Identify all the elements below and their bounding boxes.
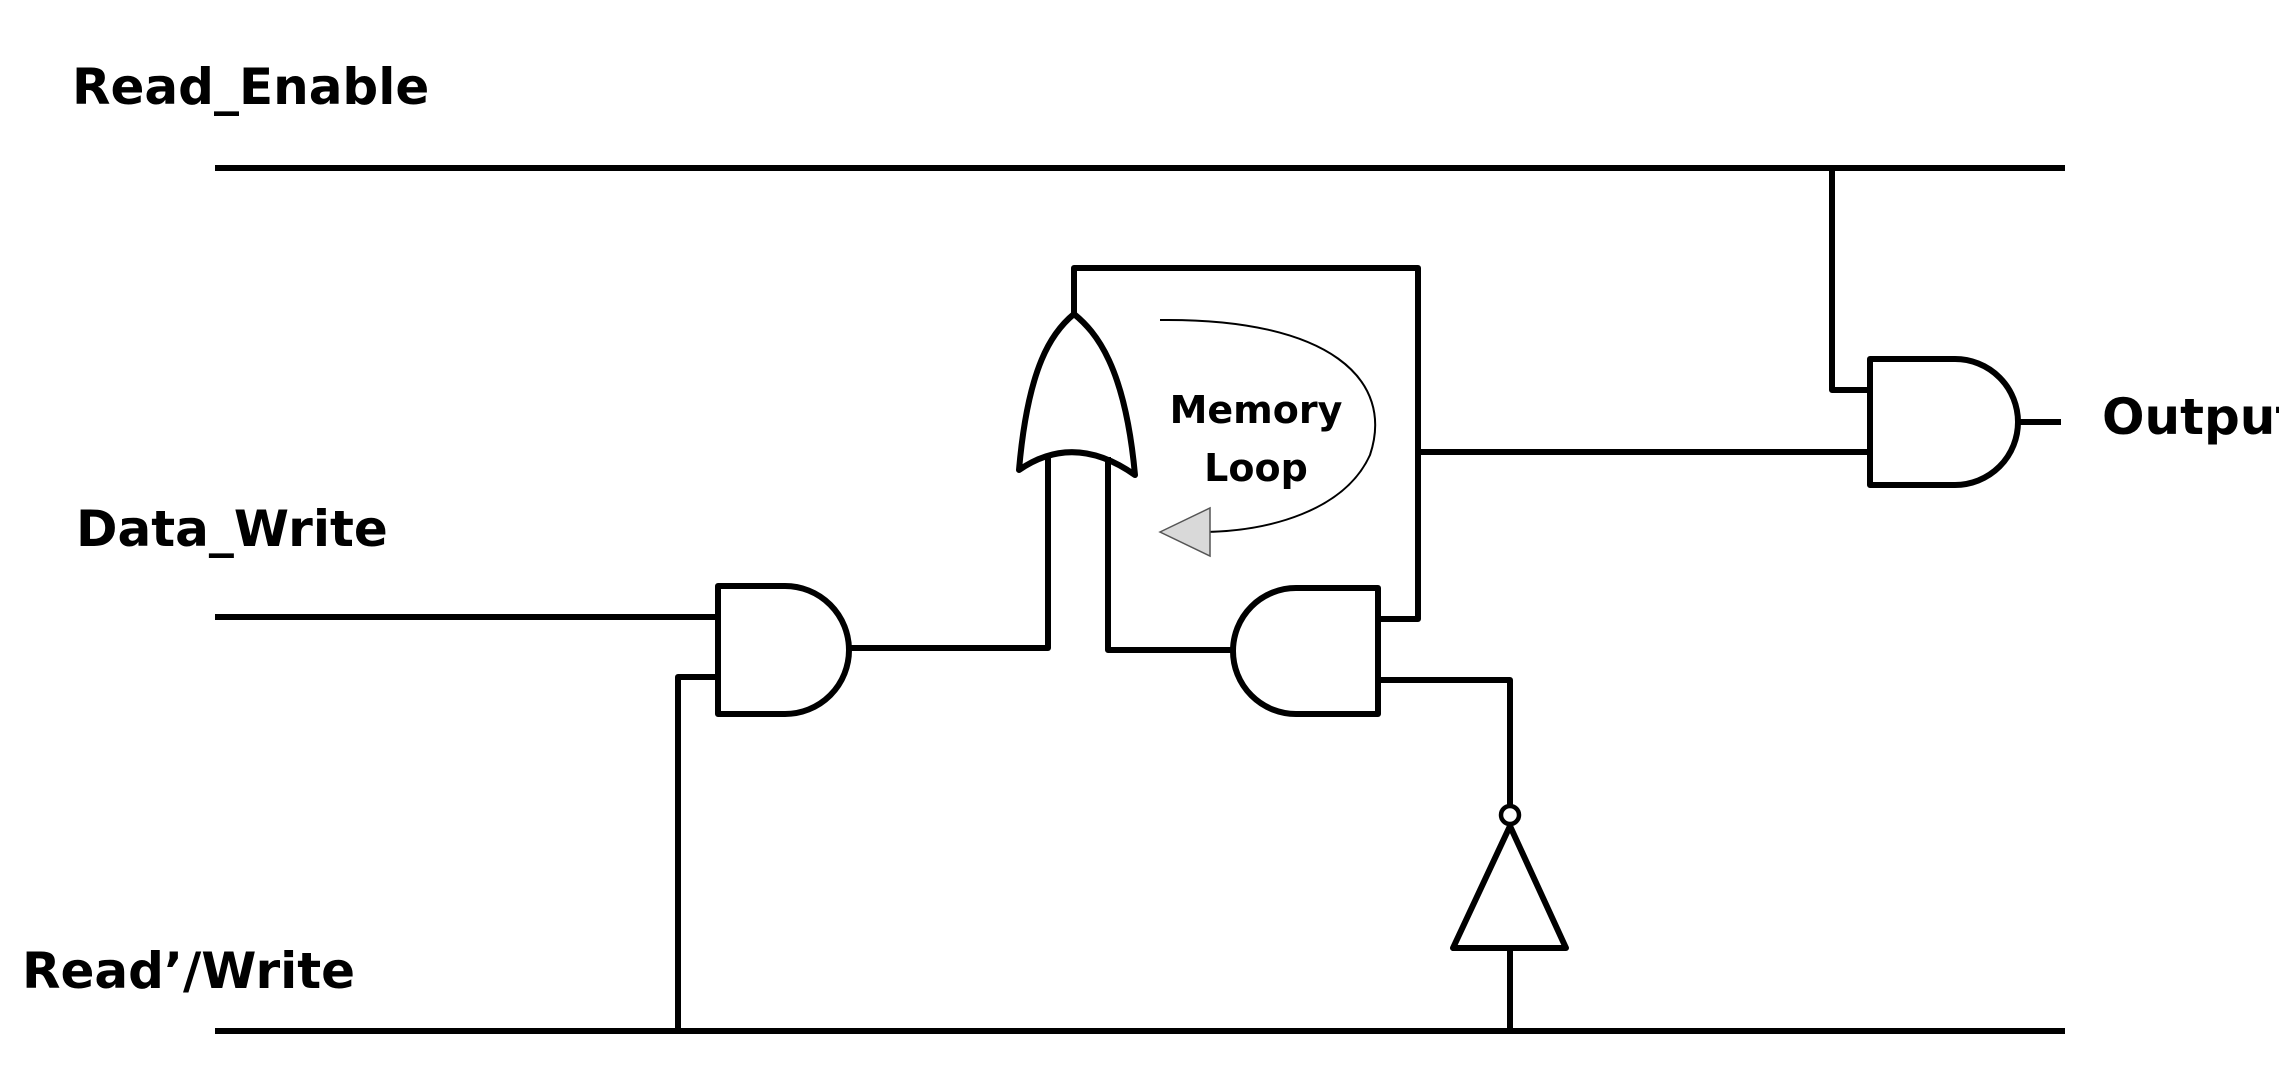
read-enable-label: Read_Enable: [72, 58, 429, 116]
memory-loop-arrow-icon: [1158, 506, 1211, 558]
inverter-bubble: [1498, 803, 1522, 827]
hold-and-gate: [1230, 585, 1381, 717]
feedback-loop-wire: [1071, 265, 1421, 622]
hold-and-to-or-wire: [1105, 457, 1236, 653]
output-and-gate: [1867, 356, 2021, 488]
read-write-label: Read’/Write: [22, 942, 355, 1000]
write-and-to-or-wire: [846, 457, 1051, 651]
write-and-gate: [715, 583, 852, 717]
read-enable-to-output-and-wire: [1829, 165, 1873, 393]
memory-loop-arc: [1159, 318, 1377, 533]
output-label: Output: [2102, 388, 2279, 446]
not-gate: [1450, 823, 1569, 951]
data-write-label: Data_Write: [76, 500, 388, 558]
read-write-to-write-and-wire: [675, 674, 721, 1034]
memory-loop-label-line2: Loop: [1204, 446, 1308, 490]
inverter-to-hold-and-wire: [1375, 677, 1513, 808]
memory-or-gate: [1016, 311, 1138, 478]
memory-loop-label-line1: Memory: [1170, 388, 1343, 432]
